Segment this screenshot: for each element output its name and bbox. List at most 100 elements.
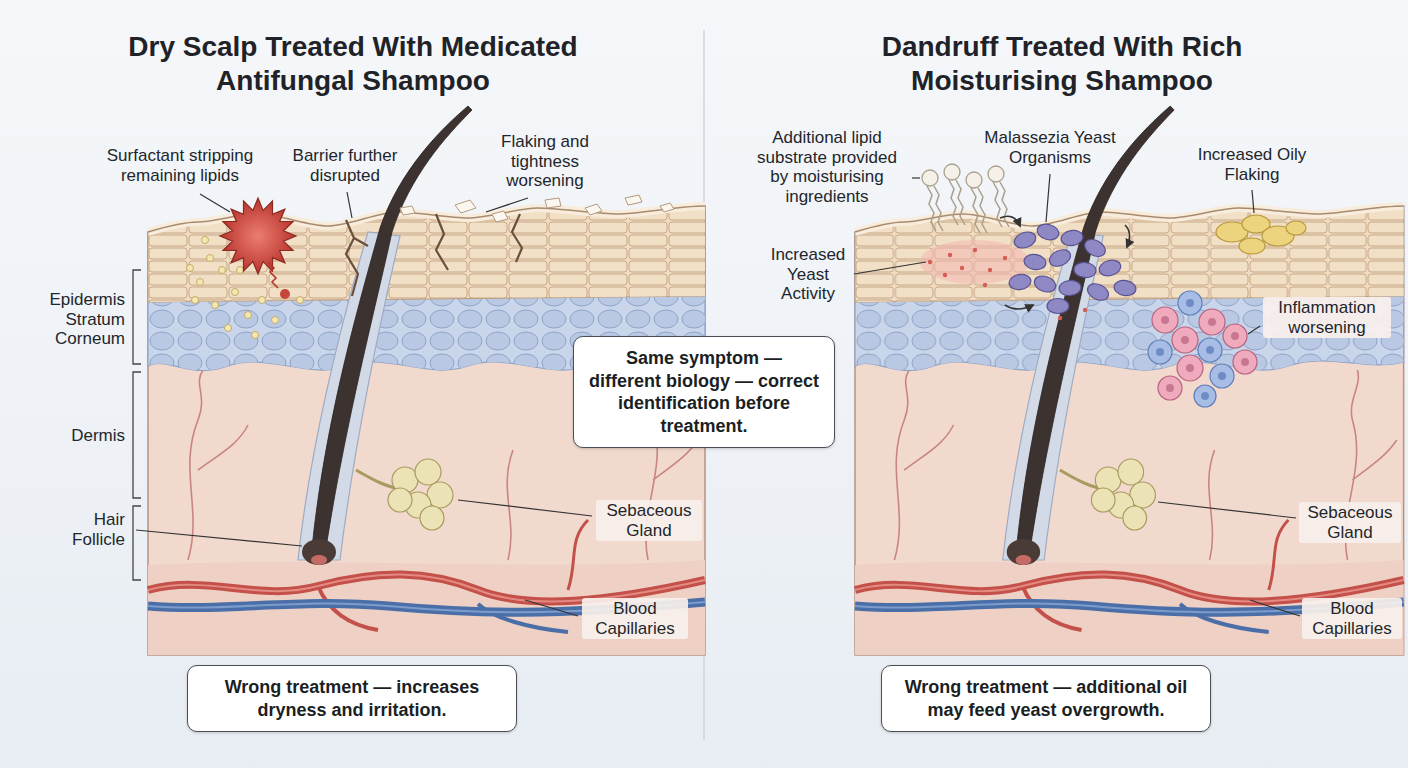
leader-line [1252,190,1254,213]
yeast-organisms [1047,247,1073,270]
annotation-label: Increased Yeast Activity [764,245,852,304]
leader-line [1158,502,1296,518]
leader-line [912,177,920,178]
leader-line [458,500,592,516]
inflammation-dots [1003,256,1007,260]
activity-arrows [1000,216,1020,226]
skin-flakes [492,211,508,222]
skin-flakes [585,204,602,215]
lipid-dots [259,297,266,304]
leader-line [136,174,1300,616]
lipid-dots [192,297,199,304]
inflammatory-cells [1181,336,1189,344]
inflammatory-cells [1241,358,1249,366]
layer-label: Hair Follicle [45,510,125,549]
lipid-molecules [927,186,936,231]
yeast-organisms [1012,229,1038,251]
layer-bracket [133,270,141,580]
activity-arrows [1000,216,1130,309]
layer-bracket [133,372,141,498]
oily-flakes [1286,221,1306,235]
leader-line [854,262,926,274]
yeast-organisms [1023,253,1047,272]
panel-title: Dandruff Treated With Rich Moisturising … [842,30,1282,97]
inflammatory-cells [1194,385,1216,407]
yeast-organisms [1073,262,1096,279]
inflammatory-cells [1177,355,1203,381]
leader-line [1248,326,1260,334]
layer-bracket [133,270,141,364]
inflammatory-cells [1152,307,1178,333]
lipid-molecules [971,188,980,233]
yeast-organisms [1082,236,1109,260]
lipid-dots [225,325,232,332]
yeast-organisms [1008,222,1137,314]
lipid-dots [245,312,252,319]
lipid-molecules [922,170,938,186]
inflammation-dots [943,273,947,277]
inflammation-dots [983,283,987,287]
yeast-organisms [1035,222,1060,242]
inflammatory-cells [1208,318,1216,326]
lipid-dots [272,317,279,324]
lipid-dots [212,302,219,309]
annotation-label: Additional lipid substrate provided by m… [747,128,907,206]
surfactant-starburst [280,289,290,299]
leader-line [347,192,352,218]
lipid-dots [202,237,209,244]
inflammatory-cells [1148,340,1172,364]
oily-flakes [1216,215,1306,254]
lipid-molecules [949,180,958,225]
inflammation-dots [948,253,952,257]
yeast-organisms [1008,273,1032,292]
inflammatory-cells [1161,316,1169,324]
skin-flakes [400,206,415,215]
barrier-cracks [346,220,358,296]
lipid-dots [219,267,226,274]
box-text: Wrong treatment — increases dryness and … [202,676,502,721]
barrier-cracks [354,238,368,246]
inflammation-dots [928,260,932,264]
box-text: Wrong treatment — additional oil may fee… [896,676,1196,721]
annotation-label: Inflammation worsening [1263,297,1391,338]
inflammatory-cells [1161,316,1249,392]
yeast-organisms [1032,273,1058,295]
skin-flakes [545,198,561,208]
result-box: Wrong treatment — increases dryness and … [187,665,517,732]
inflammatory-cells [1206,346,1214,354]
lipid-molecules [966,172,982,188]
leader-line [486,198,528,212]
skin-flakes [625,195,642,205]
panel-title: Dry Scalp Treated With Medicated Antifun… [108,30,598,97]
inflammatory-cells [1201,392,1209,400]
lipid-dots [207,255,214,262]
inflammation-dots [988,268,992,272]
result-box: Wrong treatment — additional oil may fee… [881,665,1211,732]
inflammatory-cells [1199,309,1225,335]
inflammatory-cells [1156,299,1226,400]
annotation-label: Malassezia Yeast Organisms [975,128,1125,167]
inflammation-dots [973,248,977,252]
layer-label: Epidermis Stratum Corneum [25,290,125,349]
barrier-cracks [512,214,522,262]
layer-label: Dermis [25,426,125,446]
surfactant-starburst [268,262,278,288]
inflammation-dots [1083,308,1087,312]
layer-bracket [133,506,141,580]
inflammatory-cells [1233,350,1257,374]
lipid-molecules [993,182,1002,227]
inflammatory-cells [1148,291,1257,407]
leader-line [1046,174,1050,222]
inflammatory-cells [1178,291,1202,315]
skin-flakes [660,203,674,212]
annotation-label: Surfactant stripping remaining lipids [90,146,270,185]
leader-line [200,194,230,212]
inflammatory-cells [1158,376,1182,400]
skin-flakes [455,200,476,213]
yeast-organisms [1085,281,1111,304]
lipid-molecules [922,164,1004,188]
annotation-label: Flaking and tightness worsening [480,132,610,191]
inflammatory-cells [1210,364,1234,388]
